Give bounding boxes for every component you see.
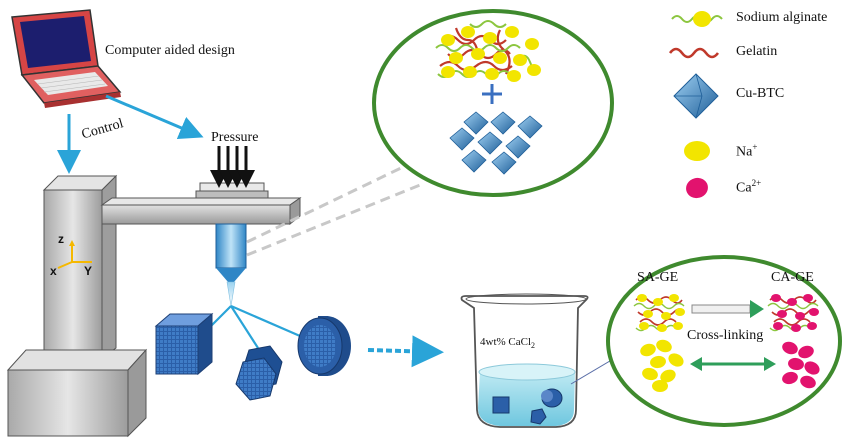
sa-ge-label: SA-GE — [637, 270, 679, 285]
ca-ion-icon — [686, 177, 708, 199]
legend-sodium-alginate: Sodium alginate — [736, 10, 828, 25]
crosslinking-zoom-circle — [606, 255, 842, 427]
cu-btc-icon — [673, 73, 719, 119]
legend-na-text: Na — [736, 144, 753, 160]
legend-gelatin: Gelatin — [736, 44, 778, 59]
legend-na-charge: + — [752, 142, 758, 152]
legend-na-ion: Na+ — [736, 142, 757, 161]
sa-ge-cluster-icon — [633, 294, 685, 332]
legend-cu-btc: Cu-BTC — [736, 86, 785, 101]
sa-ge-network-icon — [435, 20, 541, 82]
print-head — [195, 146, 269, 307]
cu-btc-crystals-icon — [449, 111, 543, 175]
na-ion-cluster-icon — [640, 339, 684, 392]
ca-ge-cluster-icon — [767, 294, 819, 332]
axis-x-label: x — [50, 264, 57, 278]
beaker-label-subscript: 2 — [531, 341, 536, 351]
cross-linking-label: Cross-linking — [687, 328, 764, 343]
gelatin-icon — [668, 47, 720, 59]
axes-icon — [57, 240, 92, 269]
printer-frame — [6, 174, 302, 438]
pressure-label: Pressure — [211, 130, 259, 145]
axis-y-label: Y — [84, 264, 93, 278]
legend-ca-ion: Ca2+ — [736, 178, 761, 197]
ca-ion-cluster-icon — [782, 341, 820, 389]
to-beaker-arrow — [367, 335, 444, 368]
cube-scaffold — [154, 312, 214, 376]
hexagon-scaffold — [235, 345, 283, 401]
pressure-arrow — [105, 94, 204, 140]
na-ion-icon — [684, 141, 710, 161]
beaker-icon — [460, 293, 589, 428]
materials-zoom-circle — [372, 9, 614, 197]
conversion-arrow — [691, 300, 764, 318]
exchange-arrow — [690, 357, 776, 371]
laptop-icon — [11, 9, 122, 108]
sodium-alginate-icon — [671, 11, 723, 27]
beaker-label-text: 4wt% CaCl — [480, 336, 532, 348]
legend-ca-text: Ca — [736, 180, 752, 196]
ca-ge-label: CA-GE — [771, 270, 814, 285]
cylinder-scaffold — [297, 316, 351, 376]
beaker-label: 4wt% CaCl2 — [480, 336, 535, 350]
axis-z-label: z — [58, 232, 64, 246]
computer-aided-design-label: Computer aided design — [105, 43, 235, 58]
legend-ca-charge: 2+ — [751, 178, 762, 188]
